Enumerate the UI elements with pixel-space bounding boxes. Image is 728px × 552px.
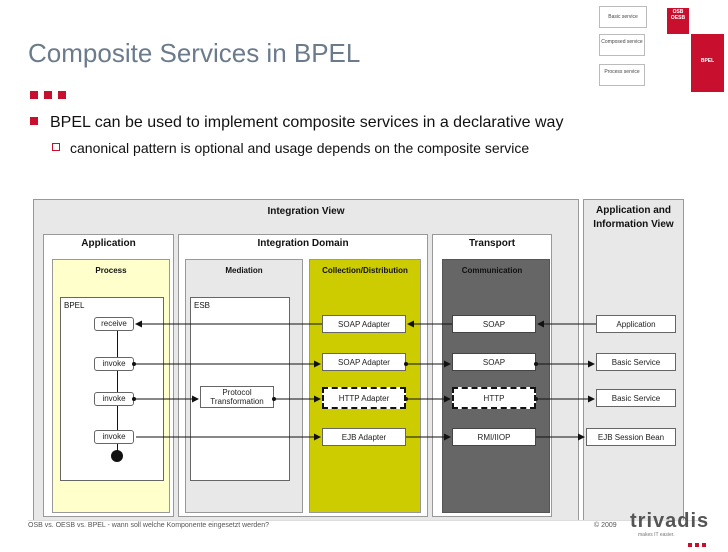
endpoint-ejb-session-bean: EJB Session Bean (586, 428, 676, 446)
footer-copyright: © 2009 (594, 522, 617, 529)
bullet-square-icon (30, 117, 38, 125)
bpel-end-node (111, 450, 123, 462)
collection-distribution-panel (309, 259, 421, 513)
protocol-soap-2: SOAP (452, 353, 536, 371)
protocol-rmi-iiop: RMI/IIOP (452, 428, 536, 446)
collection-distribution-label: Collection/Distribution (322, 266, 408, 275)
activity-receive: receive (94, 317, 134, 331)
bullet-hollow-square-icon (52, 143, 60, 151)
mini-diagram: OSB OESB BPEL Basic service Composed ser… (595, 0, 728, 92)
bullet-sub: canonical pattern is optional and usage … (52, 140, 529, 156)
title-dots (30, 86, 72, 104)
footer-divider (28, 520, 700, 521)
trivadis-logo-text: trivadis (630, 510, 710, 532)
process-label: Process (95, 266, 127, 275)
bullet-main: BPEL can be used to implement composite … (30, 114, 563, 132)
app-info-view-label: Application and Information View (593, 205, 674, 230)
trivadis-tagline: makes IT easier. (638, 532, 675, 538)
integration-view-label: Integration View (267, 206, 345, 217)
adapter-soap-1: SOAP Adapter (322, 315, 406, 333)
mini-bpel-label: BPEL (700, 58, 715, 64)
trivadis-logo: trivadis makes IT easier. (630, 510, 722, 547)
application-label: Application (81, 238, 136, 249)
bpel-label: BPEL (64, 301, 85, 310)
endpoint-basic-service: Basic Service (596, 353, 676, 371)
endpoint-application: Application (596, 315, 676, 333)
logo-dots (688, 534, 706, 552)
activity-invoke: invoke (94, 430, 134, 444)
endpoint-basic-service: Basic Service (596, 389, 676, 407)
protocol-soap-1: SOAP (452, 315, 536, 333)
slide-title: Composite Services in BPEL (28, 38, 361, 68)
esb-label: ESB (194, 301, 211, 310)
transport-label: Transport (468, 238, 516, 249)
mediation-label: Mediation (225, 266, 263, 275)
adapter-soap-2: SOAP Adapter (322, 353, 406, 371)
protocol-transformation-box: Protocol Transformation (200, 386, 274, 408)
mini-process-service: Process service (599, 64, 645, 86)
mini-composed-service: Composed service (599, 34, 645, 56)
integration-domain-label: Integration Domain (257, 238, 349, 249)
bullet-main-text: BPEL can be used to implement composite … (50, 114, 564, 131)
communication-panel (442, 259, 550, 513)
adapter-ejb: EJB Adapter (322, 428, 406, 446)
mini-basic-service: Basic service (599, 6, 647, 28)
bullet-sub-text: canonical pattern is optional and usage … (70, 140, 530, 156)
mini-osb-label: OSB OESB (670, 9, 686, 21)
communication-label: Communication (461, 266, 523, 275)
footer-text: OSB vs. OESB vs. BPEL - wann soll welche… (28, 522, 269, 529)
